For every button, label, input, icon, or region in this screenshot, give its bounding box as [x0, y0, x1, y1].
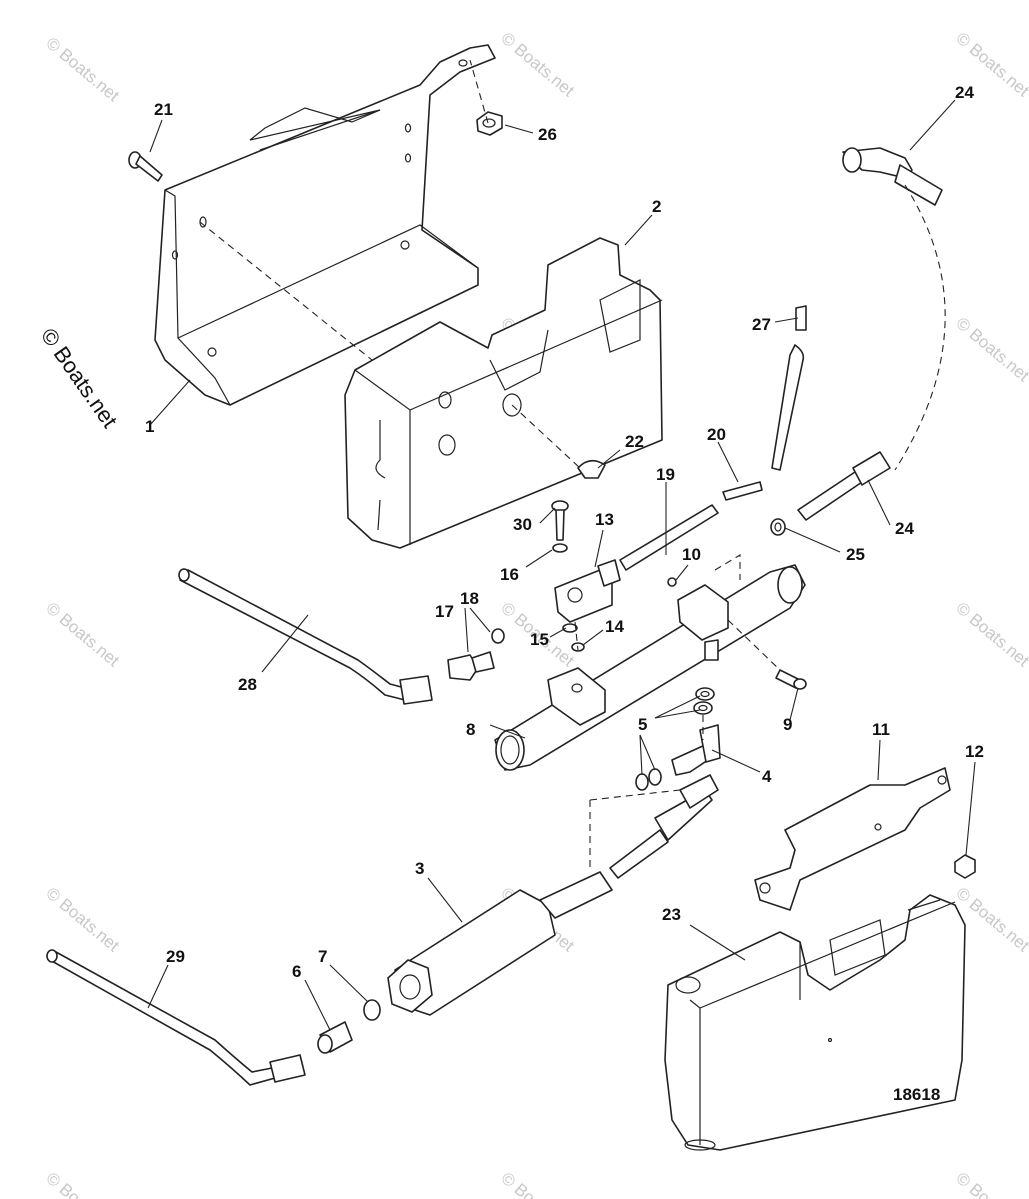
part-10-plug — [667, 577, 677, 587]
callout-10: 10 — [682, 545, 701, 564]
watermark: © Boats.net — [497, 29, 578, 101]
part-9-bolt — [775, 669, 807, 690]
callout-21: 21 — [154, 100, 173, 119]
callout-14: 14 — [605, 617, 624, 636]
part-23-tank — [664, 894, 966, 1151]
callout-23: 23 — [662, 905, 681, 924]
watermark: © Boats.net — [952, 599, 1029, 671]
callouts: 21 26 1 2 24 24 25 27 20 19 22 30 13 16 … — [145, 83, 984, 981]
callout-11: 11 — [872, 720, 890, 739]
callout-4: 4 — [762, 767, 772, 786]
callout-16: 16 — [500, 565, 519, 584]
part-27-hose — [771, 305, 807, 471]
callout-5: 5 — [638, 715, 647, 734]
callout-22: 22 — [625, 432, 644, 451]
part-13-regulator — [554, 559, 621, 623]
watermark: © Boats.net — [42, 599, 123, 671]
part-24-fuel-line — [797, 147, 943, 521]
part-28-fuel-line — [178, 568, 433, 705]
callout-12: 12 — [965, 742, 984, 761]
callout-18: 18 — [460, 589, 479, 608]
part-4-elbow — [671, 724, 721, 776]
part-7-screen — [363, 999, 381, 1021]
callout-9: 9 — [783, 715, 792, 734]
callout-13: 13 — [595, 510, 614, 529]
callout-8: 8 — [466, 720, 475, 739]
callout-30: 30 — [513, 515, 532, 534]
callout-15: 15 — [530, 630, 549, 649]
part-25-o-ring — [770, 518, 786, 536]
callout-29: 29 — [166, 947, 185, 966]
part-20-connector — [722, 481, 763, 501]
part-15-seal — [562, 623, 578, 633]
callout-6: 6 — [292, 962, 301, 981]
part-3-fuel-pump — [387, 774, 719, 1016]
part-29-fuel-line — [46, 949, 306, 1086]
part-17-fitting — [447, 651, 495, 681]
part-6-fitting — [317, 1021, 353, 1054]
callout-24-upper: 24 — [955, 83, 974, 102]
part-11-strap — [754, 767, 951, 911]
callout-19: 19 — [656, 465, 675, 484]
watermark: © Boats.net — [42, 34, 123, 106]
callout-26: 26 — [538, 125, 557, 144]
part-16-washer — [552, 543, 568, 553]
callout-2: 2 — [652, 197, 661, 216]
part-18-o-ring — [491, 628, 505, 644]
part-30-screw — [551, 500, 569, 541]
part-5-o-rings — [635, 687, 715, 791]
callout-28: 28 — [238, 675, 257, 694]
part-1-bracket — [154, 44, 496, 406]
callout-3: 3 — [415, 859, 424, 878]
callout-20: 20 — [707, 425, 726, 444]
leader-lines — [147, 99, 976, 1031]
part-19-rod — [619, 504, 719, 571]
callout-25: 25 — [846, 545, 865, 564]
watermark: © Boats.net — [952, 1169, 1029, 1199]
callout-17: 17 — [435, 602, 454, 621]
part-12-nut — [954, 854, 976, 879]
part-8-fuel-rail — [494, 564, 806, 771]
callout-7: 7 — [318, 947, 327, 966]
watermark: © Boats.net — [42, 1169, 123, 1199]
drawing-number: 18618 — [893, 1085, 940, 1104]
part-21-screw — [128, 151, 163, 182]
callout-27: 27 — [752, 315, 771, 334]
brand-label: © Boats.net — [36, 324, 123, 433]
assembly-lines — [199, 59, 946, 870]
part-22-plug — [577, 459, 606, 479]
watermark: © Boats.net — [42, 884, 123, 956]
callout-24-lower: 24 — [895, 519, 914, 538]
callout-1: 1 — [145, 417, 154, 436]
watermark: © Boats.net — [497, 1169, 578, 1199]
watermark: © Boats.net — [952, 314, 1029, 386]
part-26-nut — [476, 111, 503, 136]
